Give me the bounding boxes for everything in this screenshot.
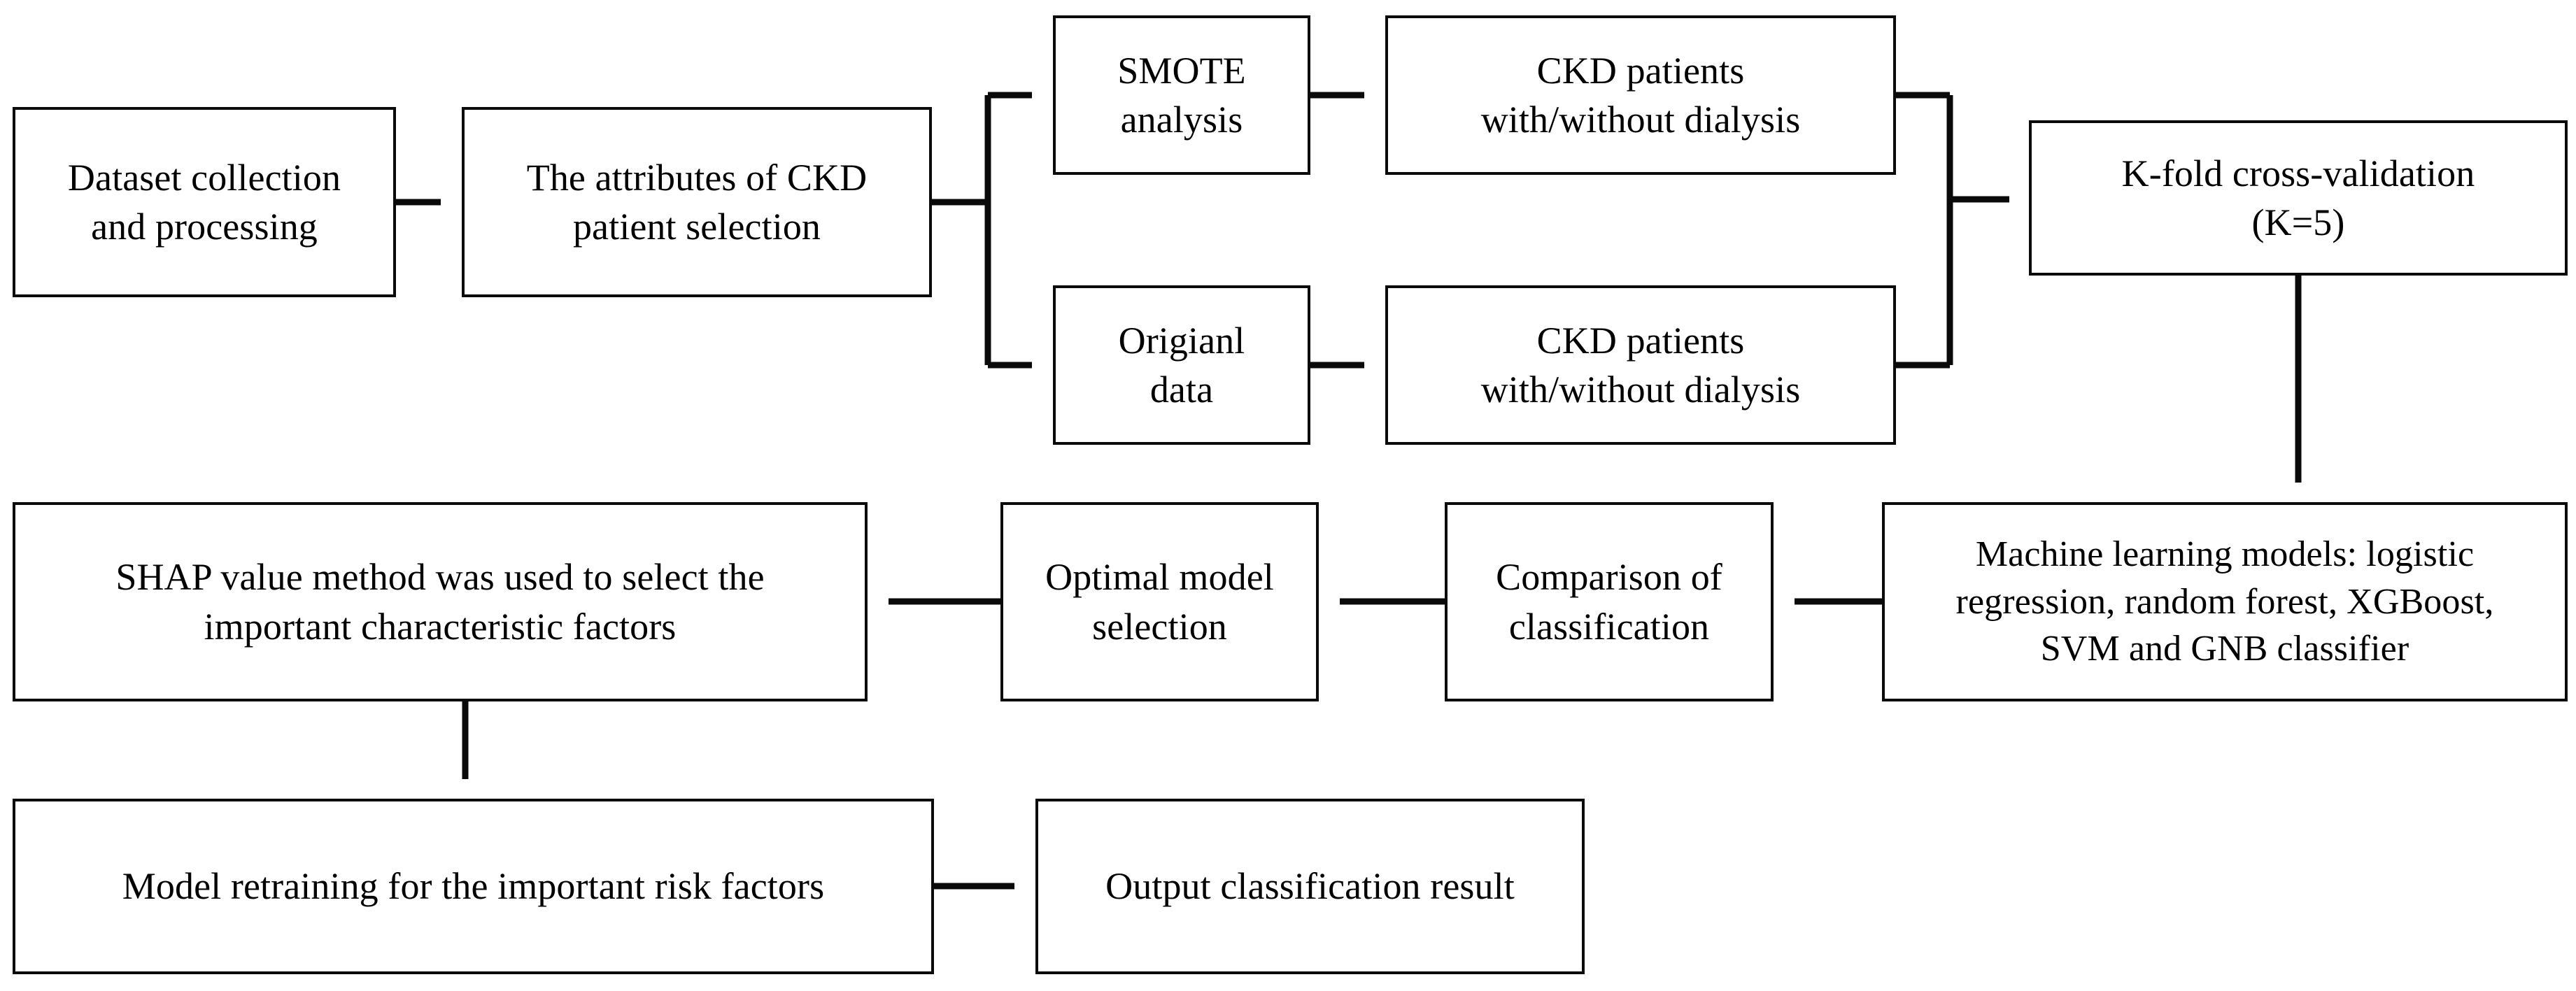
node-smote-analysis[interactable]: SMOTE analysis <box>1053 15 1310 175</box>
node-dataset-collection[interactable]: Dataset collection and processing <box>13 107 396 297</box>
node-ml-models[interactable]: Machine learning models: logistic regres… <box>1882 502 2568 701</box>
node-ckd-patients-smote[interactable]: CKD patients with/without dialysis <box>1385 15 1896 175</box>
node-output-result[interactable]: Output classification result <box>1035 799 1585 974</box>
node-kfold-cross-validation[interactable]: K-fold cross-validation (K=5) <box>2029 120 2568 276</box>
node-optimal-model-selection[interactable]: Optimal model selection <box>1000 502 1319 701</box>
node-ckd-patients-original[interactable]: CKD patients with/without dialysis <box>1385 285 1896 445</box>
node-attributes-selection[interactable]: The attributes of CKD patient selection <box>462 107 932 297</box>
node-model-retraining[interactable]: Model retraining for the important risk … <box>13 799 934 974</box>
node-comparison-classification[interactable]: Comparison of classification <box>1445 502 1774 701</box>
node-shap-value-method[interactable]: SHAP value method was used to select the… <box>13 502 868 701</box>
node-original-data[interactable]: Origianl data <box>1053 285 1310 445</box>
